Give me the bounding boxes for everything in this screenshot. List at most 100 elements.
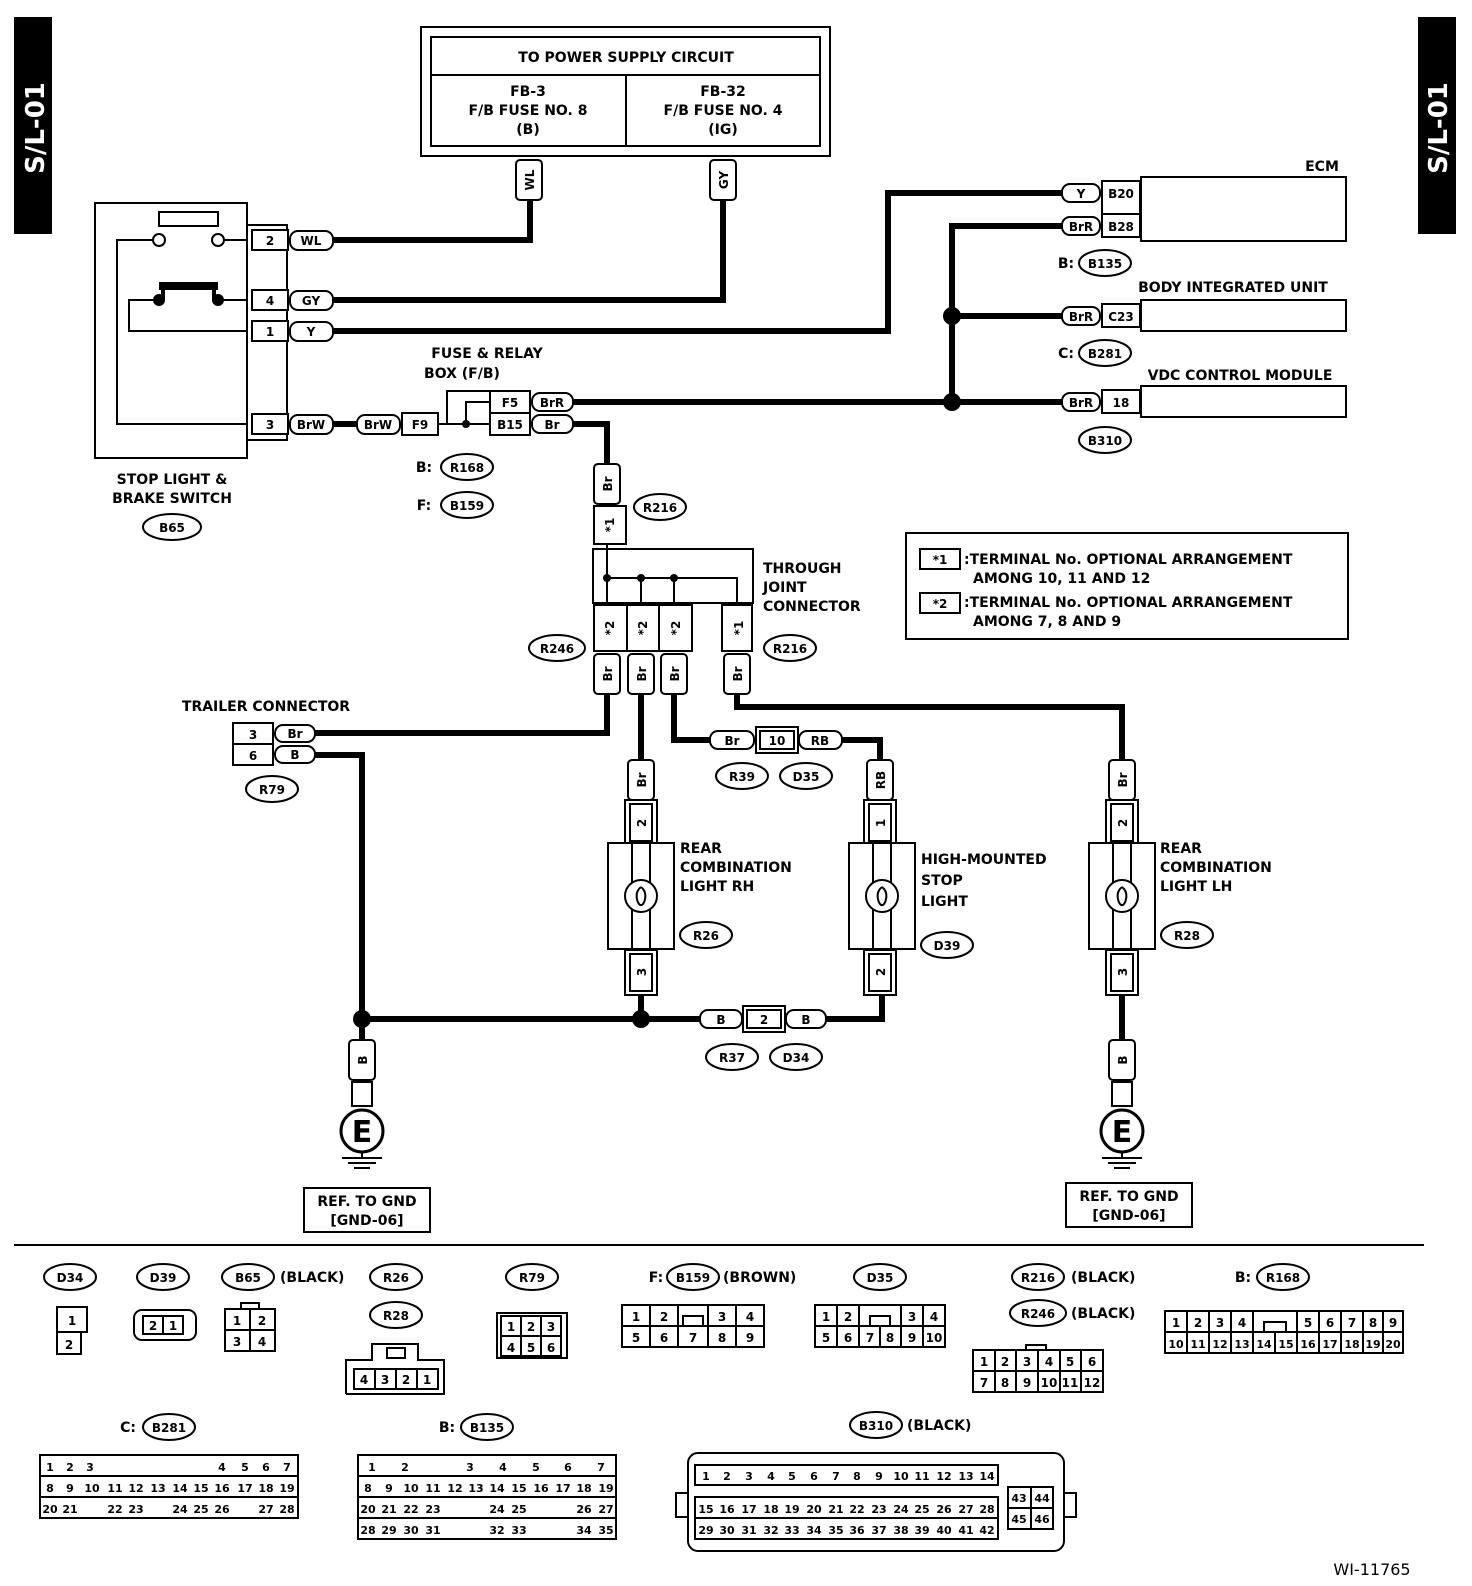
svg-text:5: 5 xyxy=(788,1470,796,1483)
svg-text:11: 11 xyxy=(107,1482,122,1495)
gnd-connector-1: R37 xyxy=(719,1051,745,1065)
lamp-lh-bot-pin: 3 xyxy=(1116,968,1130,976)
svg-text:5: 5 xyxy=(1304,1316,1312,1330)
svg-text:10: 10 xyxy=(1168,1338,1184,1351)
svg-text:8: 8 xyxy=(853,1470,861,1483)
lamp-hm-top-pin: 1 xyxy=(874,819,888,827)
svg-text:12: 12 xyxy=(1084,1376,1101,1390)
svg-text:34: 34 xyxy=(576,1524,592,1537)
lamp-hm-label-3: LIGHT xyxy=(921,894,968,910)
legend-r246: R246 xyxy=(1021,1307,1055,1321)
mid-connector-2: D35 xyxy=(793,770,820,784)
biu-prefix: C: xyxy=(1058,346,1074,362)
svg-text:2: 2 xyxy=(402,1373,410,1387)
ground-right-ref-2: [GND-06] xyxy=(1092,1208,1165,1224)
svg-text:7: 7 xyxy=(689,1331,697,1345)
mid-connector: Br 10 RB R39 D35 xyxy=(709,726,843,790)
svg-text:2: 2 xyxy=(844,1310,852,1324)
legend-r28: R28 xyxy=(383,1309,409,1323)
lamp-hm-wire: RB xyxy=(874,771,888,789)
svg-text:2: 2 xyxy=(401,1461,409,1474)
legend-b159: B159 xyxy=(676,1271,710,1285)
svg-text:38: 38 xyxy=(893,1524,908,1537)
svg-text:5: 5 xyxy=(532,1461,540,1474)
svg-text:6: 6 xyxy=(547,1341,555,1355)
switch-label-1: STOP LIGHT & xyxy=(117,472,228,488)
lamp-hm-bot-pin: 2 xyxy=(874,968,888,976)
svg-text:9: 9 xyxy=(66,1482,74,1495)
lamp-hm-connector: D39 xyxy=(934,939,961,953)
svg-text:13: 13 xyxy=(150,1482,165,1495)
svg-text:16: 16 xyxy=(719,1503,735,1516)
fb-wire-br: Br xyxy=(544,418,559,432)
body-integrated-unit: BODY INTEGRATED UNIT C23 BrR C: B281 xyxy=(1058,280,1347,367)
gnd-pin: 2 xyxy=(760,1013,768,1027)
svg-text:31: 31 xyxy=(425,1524,440,1537)
svg-text:22: 22 xyxy=(849,1503,864,1516)
svg-text:1: 1 xyxy=(68,1314,76,1328)
jc-out-wire-3: Br xyxy=(668,666,682,681)
svg-text:18: 18 xyxy=(576,1482,591,1495)
svg-text:17: 17 xyxy=(237,1482,252,1495)
legend-r79: R79 xyxy=(519,1271,545,1285)
svg-text:4: 4 xyxy=(930,1310,938,1324)
svg-text:25: 25 xyxy=(511,1503,526,1516)
vdc-wire: BrR xyxy=(1069,396,1093,410)
svg-text:8: 8 xyxy=(886,1331,894,1345)
svg-text:13: 13 xyxy=(468,1482,483,1495)
svg-text:10: 10 xyxy=(403,1482,419,1495)
mid-left-wire: Br xyxy=(724,734,739,748)
vdc-control-module: VDC CONTROL MODULE 18 BrR B310 xyxy=(1061,368,1347,454)
svg-text:15: 15 xyxy=(193,1482,208,1495)
svg-text:13: 13 xyxy=(958,1470,973,1483)
svg-text:3: 3 xyxy=(381,1373,389,1387)
svg-text:10: 10 xyxy=(893,1470,909,1483)
legend-b281: B281 xyxy=(152,1421,186,1435)
lamp-rh-label-1: REAR xyxy=(680,841,722,857)
legend-b159-prefix: F: xyxy=(649,1270,663,1286)
power-left-line2: F/B FUSE NO. 8 xyxy=(469,103,588,119)
jc-in-connector: R216 xyxy=(643,501,677,515)
svg-text:5: 5 xyxy=(1066,1355,1074,1369)
svg-text:16: 16 xyxy=(214,1482,230,1495)
power-title: TO POWER SUPPLY CIRCUIT xyxy=(518,50,734,66)
svg-text:7: 7 xyxy=(597,1461,605,1474)
biu-pin: C23 xyxy=(1108,310,1134,324)
jc-in-wire: Br xyxy=(601,476,615,491)
biu-title: BODY INTEGRATED UNIT xyxy=(1138,280,1328,296)
svg-text:10: 10 xyxy=(84,1482,100,1495)
ground-right-ref-1: REF. TO GND xyxy=(1079,1189,1178,1205)
svg-text:26: 26 xyxy=(936,1503,952,1516)
svg-text:2: 2 xyxy=(723,1470,731,1483)
svg-text:15: 15 xyxy=(511,1482,526,1495)
legend-b65-note: (BLACK) xyxy=(280,1270,344,1286)
jc-out-pin-2: *2 xyxy=(636,621,650,636)
legend-r168: R168 xyxy=(1266,1271,1300,1285)
svg-text:23: 23 xyxy=(871,1503,886,1516)
fb-wire-brr: BrR xyxy=(540,396,564,410)
lamp-lh-label-2: COMBINATION xyxy=(1160,860,1272,876)
svg-text:29: 29 xyxy=(698,1524,713,1537)
svg-text:5: 5 xyxy=(822,1331,830,1345)
svg-text:3: 3 xyxy=(233,1335,241,1349)
svg-text:6: 6 xyxy=(1088,1355,1096,1369)
ground-left-wire: B xyxy=(356,1055,370,1064)
legend-b310: B310 xyxy=(859,1419,893,1433)
legend-r246-note: (BLACK) xyxy=(1071,1306,1135,1322)
through-joint-connector: Br *1 R216 *2 *2 *2 *1 Br Br Br Br THROU… xyxy=(528,463,861,695)
ecm-pin-b28: B28 xyxy=(1108,220,1134,234)
svg-text:20: 20 xyxy=(1385,1338,1401,1351)
switch-wire-y: Y xyxy=(306,325,316,339)
svg-text:5: 5 xyxy=(527,1341,535,1355)
note-1-key: *1 xyxy=(933,553,948,567)
svg-text:35: 35 xyxy=(598,1524,613,1537)
mid-right-wire: RB xyxy=(811,734,829,748)
svg-text:1: 1 xyxy=(822,1310,830,1324)
trailer-pin-3: 3 xyxy=(249,728,257,742)
legend-d35: D35 xyxy=(867,1271,894,1285)
lamp-rh-top-pin: 2 xyxy=(635,819,649,827)
lamp-rh-connector: R26 xyxy=(693,929,719,943)
side-tab-left-label: S/L-01 xyxy=(21,82,51,174)
svg-text:2: 2 xyxy=(527,1320,535,1334)
trailer-connector: TRAILER CONNECTOR 3 6 Br B R79 xyxy=(182,699,350,803)
